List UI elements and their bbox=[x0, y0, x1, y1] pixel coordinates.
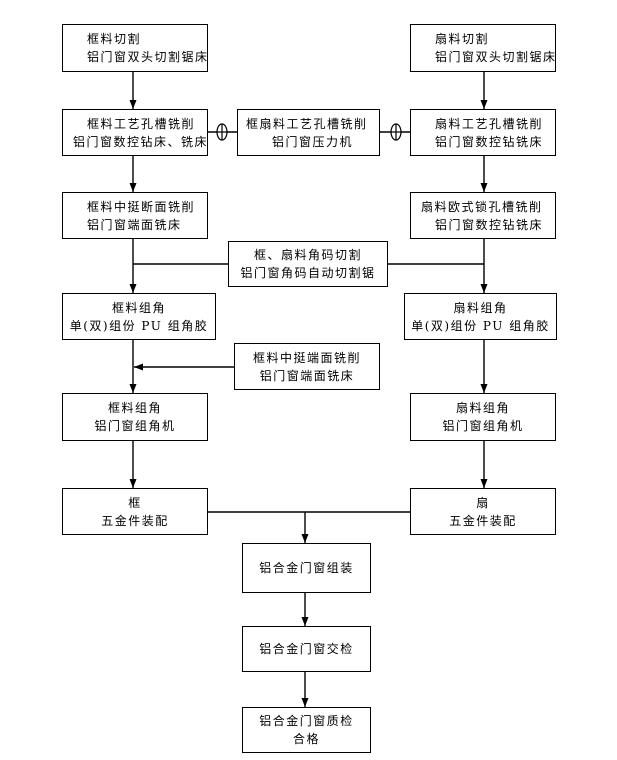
node-handover: 铝合金门窗交检 bbox=[242, 626, 371, 672]
node-quality-check-line1: 铝合金门窗质检 bbox=[259, 714, 354, 728]
node-frame-glue-line2: 单(双)组份 PU 组角胶 bbox=[69, 318, 209, 333]
node-sash-glue: 扇料组角 单(双)组份 PU 组角胶 bbox=[404, 293, 557, 340]
node-assembly-line1: 铝合金门窗组装 bbox=[259, 561, 354, 575]
node-frame-glue-line1: 框料组角 bbox=[111, 300, 166, 315]
node-sash-crimp: 扇料组角 铝门窗组角机 bbox=[410, 393, 556, 441]
node-frame-cut-line2: 铝门窗双头切割锯床 bbox=[87, 50, 209, 64]
node-quality-check: 铝合金门窗质检 合格 bbox=[242, 707, 371, 753]
node-handover-line1: 铝合金门窗交检 bbox=[259, 642, 354, 656]
node-mullion-mill-line2: 铝门窗端面铣床 bbox=[259, 368, 355, 383]
node-sash-lock: 扇料欧式锁孔槽铣削 铝门窗数控钻铣床 bbox=[410, 192, 556, 239]
node-mullion-mill-line1: 框料中挺端面铣削 bbox=[252, 350, 361, 365]
node-assembly: 铝合金门窗组装 bbox=[242, 543, 371, 593]
junction-symbol-left bbox=[216, 123, 228, 141]
node-sash-slot: 扇料工艺孔槽铣削 铝门窗数控钻铣床 bbox=[410, 109, 556, 156]
node-frame-hardware: 框 五金件装配 bbox=[62, 488, 208, 535]
node-frame-hardware-line1: 框 bbox=[128, 495, 142, 510]
node-frame-glue: 框料组角 单(双)组份 PU 组角胶 bbox=[62, 293, 216, 340]
node-frame-mullion-line1: 框料中挺断面铣削 bbox=[87, 199, 196, 214]
node-sash-slot-line2: 铝门窗数控钻铣床 bbox=[435, 134, 544, 149]
node-frame-mullion-line2: 铝门窗端面铣床 bbox=[87, 217, 182, 232]
node-frame-slot: 框料工艺孔槽铣削 铝门窗数控钻床、铣床 bbox=[62, 109, 208, 156]
node-corner-cut-line2: 铝门窗角码自动切割锯 bbox=[240, 266, 376, 280]
node-sash-slot-line1: 扇料工艺孔槽铣削 bbox=[435, 116, 544, 131]
node-frame-cut-line1: 框料切割 bbox=[87, 32, 142, 46]
junction-symbol-right bbox=[390, 123, 402, 141]
node-sash-crimp-line1: 扇料组角 bbox=[455, 401, 510, 415]
node-corner-cut: 框、扇料角码切割 铝门窗角码自动切割锯 bbox=[228, 241, 388, 287]
node-press-line2: 铝门窗压力机 bbox=[272, 134, 354, 149]
node-sash-cut-line1: 扇料切割 bbox=[435, 32, 490, 46]
node-sash-lock-line1: 扇料欧式锁孔槽铣削 bbox=[421, 199, 543, 214]
node-sash-glue-line2: 单(双)组份 PU 组角胶 bbox=[411, 318, 550, 333]
node-frame-crimp-line2: 铝门窗组角机 bbox=[94, 419, 176, 433]
node-sash-hardware-line1: 扇 bbox=[476, 495, 490, 510]
node-frame-mullion: 框料中挺断面铣削 铝门窗端面铣床 bbox=[62, 192, 208, 239]
node-sash-lock-line2: 铝门窗数控钻铣床 bbox=[435, 217, 544, 232]
node-sash-hardware-line2: 五金件装配 bbox=[449, 513, 517, 528]
node-mullion-mill: 框料中挺端面铣削 铝门窗端面铣床 bbox=[234, 343, 380, 390]
node-sash-glue-line1: 扇料组角 bbox=[453, 300, 508, 315]
node-frame-cut: 框料切割 铝门窗双头切割锯床 bbox=[62, 24, 208, 72]
node-press: 框扇料工艺孔槽铣削 铝门窗压力机 bbox=[237, 109, 380, 156]
node-frame-hardware-line2: 五金件装配 bbox=[101, 513, 169, 528]
node-frame-slot-line2: 铝门窗数控钻床、铣床 bbox=[73, 134, 209, 149]
node-frame-crimp: 框料组角 铝门窗组角机 bbox=[62, 393, 208, 441]
node-sash-cut: 扇料切割 铝门窗双头切割锯床 bbox=[410, 24, 556, 72]
node-corner-cut-line1: 框、扇料角码切割 bbox=[253, 248, 362, 262]
node-sash-cut-line2: 铝门窗双头切割锯床 bbox=[435, 50, 557, 64]
node-quality-check-line2: 合格 bbox=[292, 732, 320, 746]
node-sash-crimp-line2: 铝门窗组角机 bbox=[442, 419, 524, 433]
node-frame-crimp-line1: 框料组角 bbox=[107, 401, 162, 415]
node-sash-hardware: 扇 五金件装配 bbox=[410, 488, 556, 535]
node-press-line1: 框扇料工艺孔槽铣削 bbox=[246, 116, 368, 131]
node-frame-slot-line1: 框料工艺孔槽铣削 bbox=[87, 116, 196, 131]
